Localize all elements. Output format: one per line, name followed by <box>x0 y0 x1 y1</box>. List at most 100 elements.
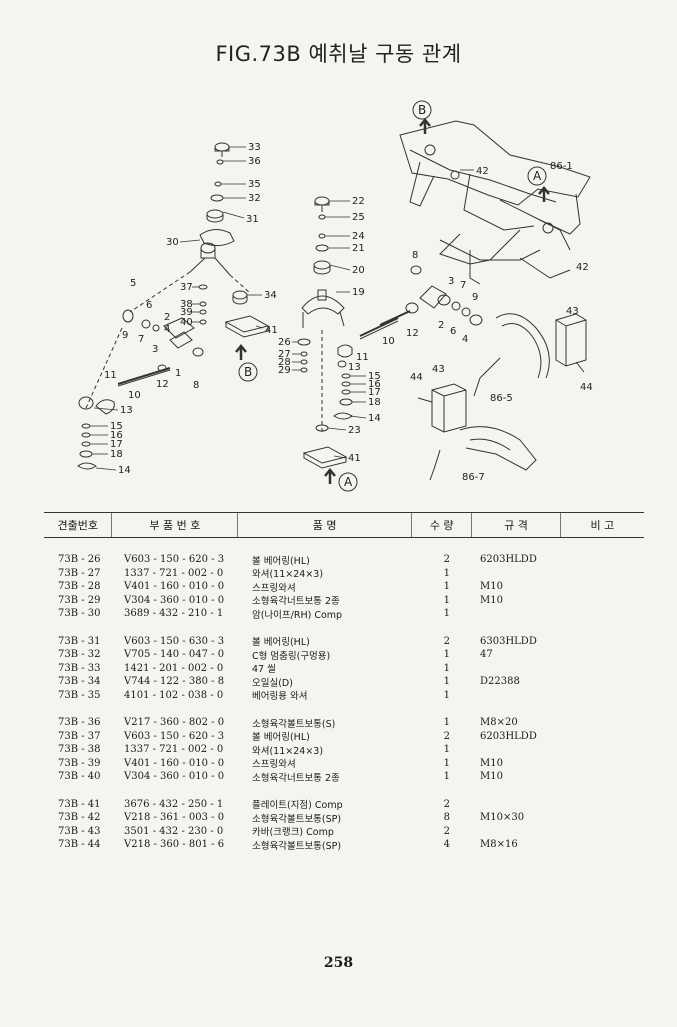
cell-part-no: 3501 - 432 - 230 - 0 <box>124 825 224 837</box>
cell-name: 오일실(D) <box>252 677 293 689</box>
cell-spec: M8×16 <box>480 839 518 851</box>
cell-part-no: V401 - 160 - 010 - 0 <box>124 757 225 769</box>
callout: 9 <box>472 292 478 303</box>
header-index: 견출번호 <box>44 513 113 537</box>
callout: 9 <box>122 330 128 341</box>
callout: 13 <box>348 362 361 373</box>
callout: 35 <box>248 179 261 190</box>
callout: 32 <box>248 193 261 204</box>
cell-qty: 1 <box>443 757 450 769</box>
cell-name: C형 멈춤링(구멍용) <box>252 650 331 662</box>
cell-part-no: V217 - 360 - 802 - 0 <box>124 717 225 729</box>
cell-index: 73B - 32 <box>58 649 101 661</box>
cell-qty: 1 <box>443 567 450 579</box>
callout: 13 <box>120 405 133 416</box>
cell-spec: M10 <box>480 581 503 593</box>
callout: 18 <box>368 397 381 408</box>
cell-qty: 1 <box>443 594 450 606</box>
cell-spec: M8×20 <box>480 717 518 729</box>
view-marker-b: B <box>244 365 252 379</box>
cell-qty: 1 <box>443 676 450 688</box>
page-title: FIG.73B 예취날 구동 관계 <box>215 42 462 66</box>
callout: 42 <box>576 262 589 273</box>
cell-qty: 1 <box>443 771 450 783</box>
callout: 30 <box>166 237 179 248</box>
cell-name: 소형육각볼트보통(SP) <box>252 840 342 852</box>
callout: 11 <box>104 370 117 381</box>
callout: 2 <box>164 312 170 323</box>
callout: 43 <box>432 364 445 375</box>
cell-part-no: V705 - 140 - 047 - 0 <box>124 649 225 661</box>
cell-name: 소형육각볼트보통(S) <box>252 718 336 730</box>
callout: 23 <box>348 425 361 436</box>
callout: 7 <box>138 334 144 345</box>
cell-index: 73B - 44 <box>58 839 101 851</box>
callout: 18 <box>110 449 123 460</box>
callout: 26 <box>278 337 291 348</box>
callout: 1 <box>175 368 181 379</box>
callout: 24 <box>352 231 365 242</box>
cell-spec: 6303HLDD <box>480 635 537 647</box>
callout: 41 <box>265 325 278 336</box>
cell-index: 73B - 41 <box>58 798 101 810</box>
cell-index: 73B - 37 <box>58 730 101 742</box>
cell-name: 스프링와셔 <box>252 582 296 594</box>
cell-spec: 6203HLDD <box>480 554 537 566</box>
view-marker-a: A <box>533 169 542 183</box>
cell-name: 볼 베어링(HL) <box>252 637 310 649</box>
cell-part-no: V218 - 360 - 801 - 6 <box>124 839 225 851</box>
cell-name: 와셔(11×24×3) <box>252 569 324 581</box>
header-note: 비 고 <box>590 519 615 532</box>
cell-qty: 2 <box>443 798 450 810</box>
cell-part-no: 1421 - 201 - 002 - 0 <box>124 662 224 674</box>
cell-qty: 8 <box>443 812 450 824</box>
cell-part-no: V603 - 150 - 630 - 3 <box>124 635 225 647</box>
page-number: 258 <box>323 955 354 971</box>
cell-qty: 1 <box>443 662 450 674</box>
callout: 4 <box>462 334 468 345</box>
cell-part-no: V401 - 160 - 010 - 0 <box>124 581 225 593</box>
cell-spec: M10 <box>480 771 503 783</box>
cell-part-no: V603 - 150 - 620 - 3 <box>124 554 225 566</box>
cell-qty: 1 <box>443 581 450 593</box>
callout: 31 <box>246 214 259 225</box>
cell-qty: 2 <box>443 635 450 647</box>
callout: 12 <box>156 379 169 390</box>
callout: 3 <box>152 344 158 355</box>
cell-part-no: 1337 - 721 - 002 - 0 <box>124 567 224 579</box>
callout: 2 <box>438 320 444 331</box>
cell-index: 73B - 30 <box>58 608 101 620</box>
callout: 15 <box>368 371 381 382</box>
callout: 33 <box>248 142 261 153</box>
cell-qty: 1 <box>443 689 450 701</box>
view-marker-a: A <box>344 475 353 489</box>
cell-index: 73B - 38 <box>58 744 101 756</box>
cell-index: 73B - 42 <box>58 812 101 824</box>
cell-name: 암(나이프/RH) Comp <box>252 609 343 621</box>
cell-part-no: 4101 - 102 - 038 - 0 <box>124 689 224 701</box>
cell-index: 73B - 31 <box>58 635 101 647</box>
cell-spec: 6203HLDD <box>480 730 537 742</box>
row-group: 73B - 31 V603 - 150 - 630 - 3 볼 베어링(HL) 2 63… <box>44 635 644 703</box>
table-row: 73B - 31 V603 - 150 - 630 - 3 볼 베어링(HL) 2 63… <box>44 635 644 649</box>
cell-index: 73B - 26 <box>58 554 101 566</box>
callout: 5 <box>130 278 136 289</box>
callout: 43 <box>566 306 579 317</box>
cell-qty: 4 <box>443 839 450 851</box>
cell-spec: M10 <box>480 594 503 606</box>
cell-name: 볼 베어링(HL) <box>252 555 310 567</box>
callout: 42 <box>476 166 489 177</box>
header-part-no: 부 품 번 호 <box>112 513 239 537</box>
callout: 41 <box>348 453 361 464</box>
exploded-parts-diagram: 33 36 35 32 31 30 22 25 24 21 20 19 37 3… <box>77 100 593 492</box>
callout: 11 <box>356 352 369 363</box>
callout: 29 <box>278 365 291 376</box>
table-row: 73B - 44 V218 - 360 - 801 - 6 소형육각볼트보통(SP)… <box>44 838 644 852</box>
callout: 14 <box>368 413 381 424</box>
